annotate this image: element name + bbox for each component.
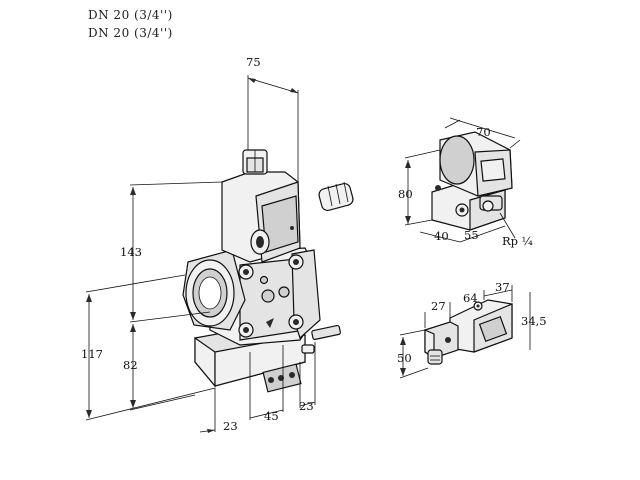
top-detail-view — [404, 117, 521, 243]
dim-70: 70 — [476, 125, 491, 139]
bottom-detail-view — [399, 285, 531, 379]
dim-45: 45 — [264, 409, 279, 423]
header-line-1: DN 20 (3/4'') — [88, 8, 173, 22]
dim-117: 117 — [81, 347, 103, 361]
dim-rp-quarter: Rp ¼ — [502, 234, 533, 248]
header-line-2: DN 20 (3/4'') — [88, 26, 173, 40]
test-nipple — [301, 324, 341, 354]
dim-34-5: 34,5 — [521, 314, 547, 328]
dim-64: 64 — [463, 291, 478, 305]
dim-50: 50 — [397, 351, 412, 365]
dim-80: 80 — [398, 187, 413, 201]
dim-40: 40 — [434, 229, 449, 243]
dim-75: 75 — [246, 55, 261, 69]
dim-143: 143 — [120, 245, 142, 259]
dim-37: 37 — [495, 280, 510, 294]
dim-82: 82 — [123, 358, 138, 372]
cable-gland — [318, 181, 354, 212]
dim-23-left: 23 — [223, 419, 238, 433]
dim-55: 55 — [464, 228, 479, 242]
main-valve-view — [85, 75, 354, 433]
dim-27: 27 — [431, 299, 446, 313]
dim-23-right: 23 — [299, 399, 314, 413]
